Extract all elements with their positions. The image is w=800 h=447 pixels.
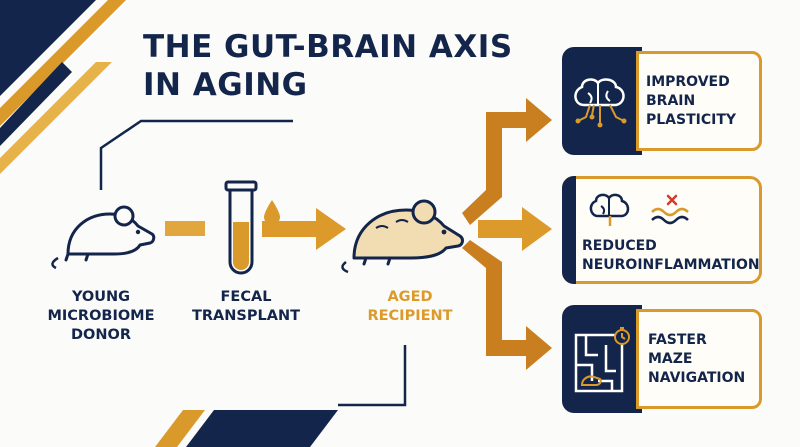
arrow-to-inflammation (478, 207, 552, 251)
outcome-label-plasticity: IMPROVED BRAIN PLASTICITY (646, 74, 737, 128)
aged-mouse-icon (341, 199, 464, 274)
bottom-stripe-gold (155, 410, 205, 447)
page-title-line-2: IN AGING (143, 67, 308, 103)
arrow-donor-to-transplant (165, 221, 205, 236)
step-label-donor: YOUNG MICROBIOME DONOR (47, 289, 155, 343)
card-panel (562, 176, 762, 284)
card-text-panel (636, 309, 762, 409)
brain-circuit-icon (574, 78, 627, 128)
page-title-line-1: THE GUT-BRAIN AXIS (143, 29, 513, 65)
test-tube-icon (224, 180, 280, 275)
outcome-card-inflammation: REDUCED NEUROINFLAMMATION (562, 176, 762, 284)
outcome-label-maze: FASTER MAZE NAVIGATION (648, 332, 746, 386)
title-connector-line (99, 119, 293, 190)
outcome-label-inflammation: REDUCED NEUROINFLAMMATION (582, 238, 760, 273)
left-band-navy (0, 62, 72, 146)
step-label-recipient: AGED RECIPIENT (367, 289, 453, 324)
arrow-transplant-to-recipient (262, 208, 346, 250)
arrow-to-plasticity (462, 98, 552, 225)
recipient-connector-line (338, 345, 407, 407)
bottom-stripe-navy (186, 410, 338, 447)
corner-stripe-navy (0, 0, 96, 96)
arrow-to-maze (462, 240, 552, 370)
card-text-panel (636, 51, 762, 151)
mouse-icon (51, 205, 156, 270)
step-label-transplant: FECAL TRANSPLANT (192, 289, 300, 324)
outcome-card-maze: FASTER MAZE NAVIGATION (562, 305, 762, 413)
outcome-card-plasticity: IMPROVED BRAIN PLASTICITY (562, 47, 762, 155)
brain-wave-icon (589, 193, 689, 226)
left-band-gold (0, 62, 112, 174)
maze-timer-icon (574, 327, 630, 393)
